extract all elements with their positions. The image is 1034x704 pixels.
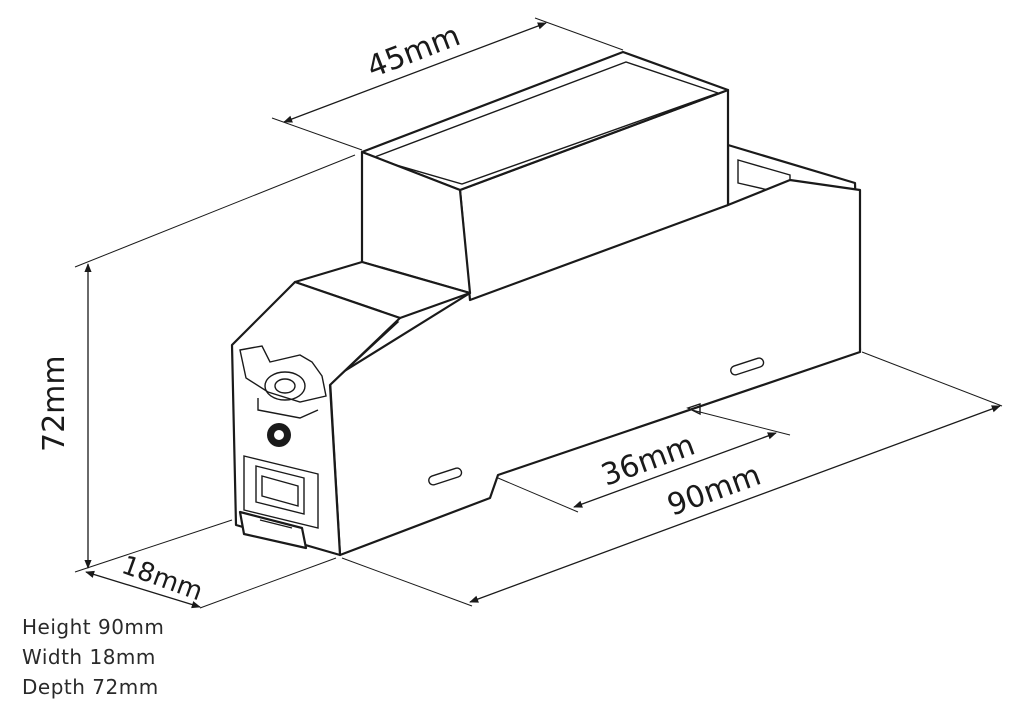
dim-label-18mm: 18mm — [118, 550, 207, 607]
spec-depth: Depth 72mm — [22, 675, 159, 699]
dimension-72mm: 72mm — [37, 154, 356, 573]
dim-label-45mm: 45mm — [362, 18, 465, 85]
spec-list: Height 90mm Width 18mm Depth 72mm — [22, 612, 164, 702]
spec-height: Height 90mm — [22, 615, 165, 639]
spec-width: Width 18mm — [22, 645, 156, 669]
dimension-18mm: 18mm — [85, 550, 337, 609]
dim-label-72mm: 72mm — [37, 355, 72, 452]
device-body — [230, 50, 862, 557]
